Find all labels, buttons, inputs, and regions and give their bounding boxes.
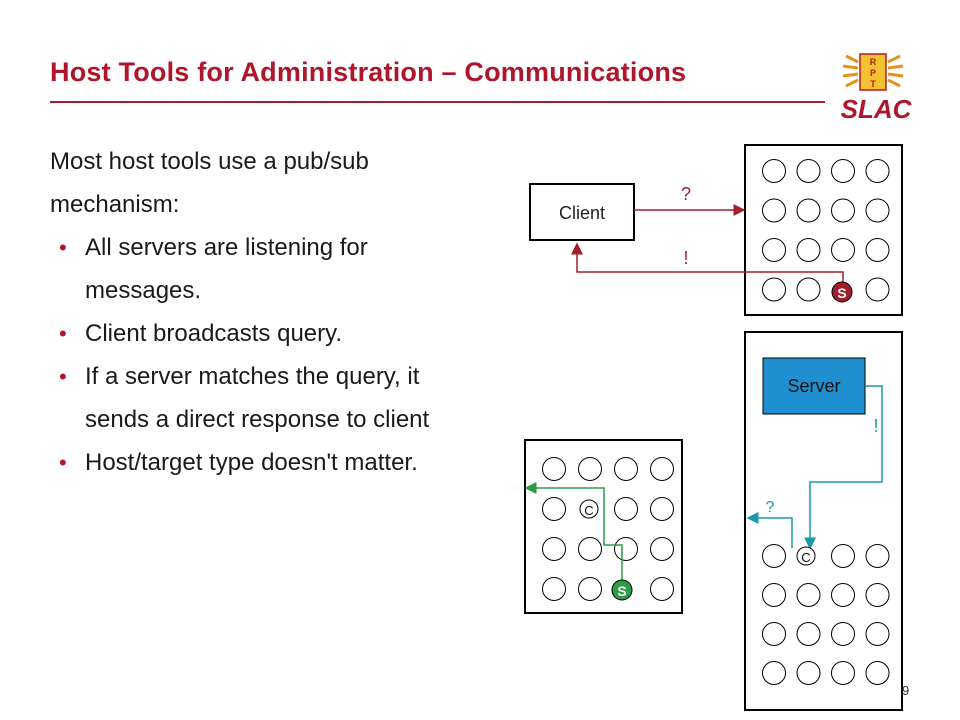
host-node xyxy=(542,497,566,521)
host-node xyxy=(762,661,786,685)
slide-body: Most host tools use a pub/sub mechanism:… xyxy=(50,140,490,484)
host-node xyxy=(865,277,890,302)
emblem-letter-t: T xyxy=(870,79,876,89)
server-node-s xyxy=(831,281,853,303)
host-node xyxy=(831,159,855,183)
bullet-text: If a server matches the query, it sends … xyxy=(85,363,430,433)
query-mark: ? xyxy=(681,184,691,204)
bullet-item: • Client broadcasts query. xyxy=(50,312,490,355)
host-node xyxy=(762,583,786,607)
host-node xyxy=(578,537,602,561)
left-client-node-c xyxy=(579,499,599,519)
host-node xyxy=(614,537,638,561)
host-node xyxy=(762,622,786,646)
bullet-text: Client broadcasts query. xyxy=(85,320,343,347)
host-node xyxy=(796,277,821,302)
bullet-dot-icon: • xyxy=(59,450,67,475)
left-server-node-s-label: S xyxy=(617,583,626,599)
emblem-letter-r: R xyxy=(870,57,877,67)
host-node xyxy=(578,577,602,601)
lower-response-mark: ! xyxy=(873,416,878,436)
page-number: 9 xyxy=(902,683,910,698)
bullet-item: • All servers are listening for messages. xyxy=(50,226,490,312)
host-node xyxy=(762,198,786,223)
top-node-grid xyxy=(762,159,890,302)
server-node-s-label: S xyxy=(837,285,846,301)
host-node xyxy=(614,497,638,521)
bullet-text: Host/target type doesn't matter. xyxy=(85,449,418,476)
host-node xyxy=(762,159,786,183)
host-node xyxy=(831,622,855,646)
right-client-node-c-label: C xyxy=(801,550,810,565)
host-node xyxy=(578,457,602,481)
host-node xyxy=(762,238,786,262)
bullet-list: • All servers are listening for messages.… xyxy=(50,226,490,484)
slac-wordmark: SLAC xyxy=(841,94,913,124)
host-node xyxy=(865,159,890,183)
host-node xyxy=(865,544,890,568)
bullet-item: • If a server matches the query, it sends… xyxy=(50,355,490,441)
left-node-grid xyxy=(542,457,674,601)
host-node xyxy=(762,277,786,302)
slide-title: Host Tools for Administration – Communic… xyxy=(50,57,687,87)
host-node xyxy=(542,577,566,601)
bullet-text: All servers are listening for messages. xyxy=(85,234,368,304)
emblem-letter-p: P xyxy=(870,68,876,78)
host-node xyxy=(865,583,890,607)
response-mark: ! xyxy=(683,248,688,268)
host-node xyxy=(650,577,674,601)
local-response-arrow xyxy=(524,482,623,580)
server-response-arrow xyxy=(804,385,883,550)
host-node xyxy=(614,457,638,481)
host-node xyxy=(650,457,674,481)
bullet-dot-icon: • xyxy=(59,321,67,346)
client-label: Client xyxy=(559,203,605,223)
response-arrow xyxy=(571,242,844,282)
host-node xyxy=(831,238,855,262)
server-box xyxy=(762,357,866,415)
host-node xyxy=(650,497,674,521)
host-node xyxy=(831,198,855,223)
host-node xyxy=(831,583,855,607)
lower-query-mark: ? xyxy=(766,499,775,516)
host-node xyxy=(650,537,674,561)
intro-text: Most host tools use a pub/sub mechanism: xyxy=(50,148,369,218)
bullet-item: • Host/target type doesn't matter. xyxy=(50,441,490,484)
host-node xyxy=(796,159,821,183)
client-query-arrow xyxy=(746,512,793,548)
host-node xyxy=(762,544,786,568)
host-node xyxy=(865,238,890,262)
right-client-node-c xyxy=(796,546,816,566)
title-divider xyxy=(50,101,825,103)
client-box xyxy=(529,183,635,241)
server-label: Server xyxy=(787,376,840,396)
host-node xyxy=(831,544,855,568)
slac-emblem-icon: R P T SLAC xyxy=(841,53,913,124)
host-node xyxy=(796,622,821,646)
host-node xyxy=(865,661,890,685)
left-client-node-c-label: C xyxy=(584,503,593,518)
host-node xyxy=(542,457,566,481)
host-node xyxy=(542,537,566,561)
host-node xyxy=(865,198,890,223)
host-node xyxy=(831,661,855,685)
slac-logo: R P T SLAC xyxy=(838,50,918,129)
left-server-node-s xyxy=(611,579,633,601)
host-node xyxy=(796,238,821,262)
bullet-dot-icon: • xyxy=(59,364,67,389)
host-node xyxy=(796,198,821,223)
bullet-dot-icon: • xyxy=(59,235,67,260)
host-node xyxy=(796,583,821,607)
right-node-grid xyxy=(762,544,890,685)
host-node xyxy=(796,661,821,685)
host-node xyxy=(865,622,890,646)
